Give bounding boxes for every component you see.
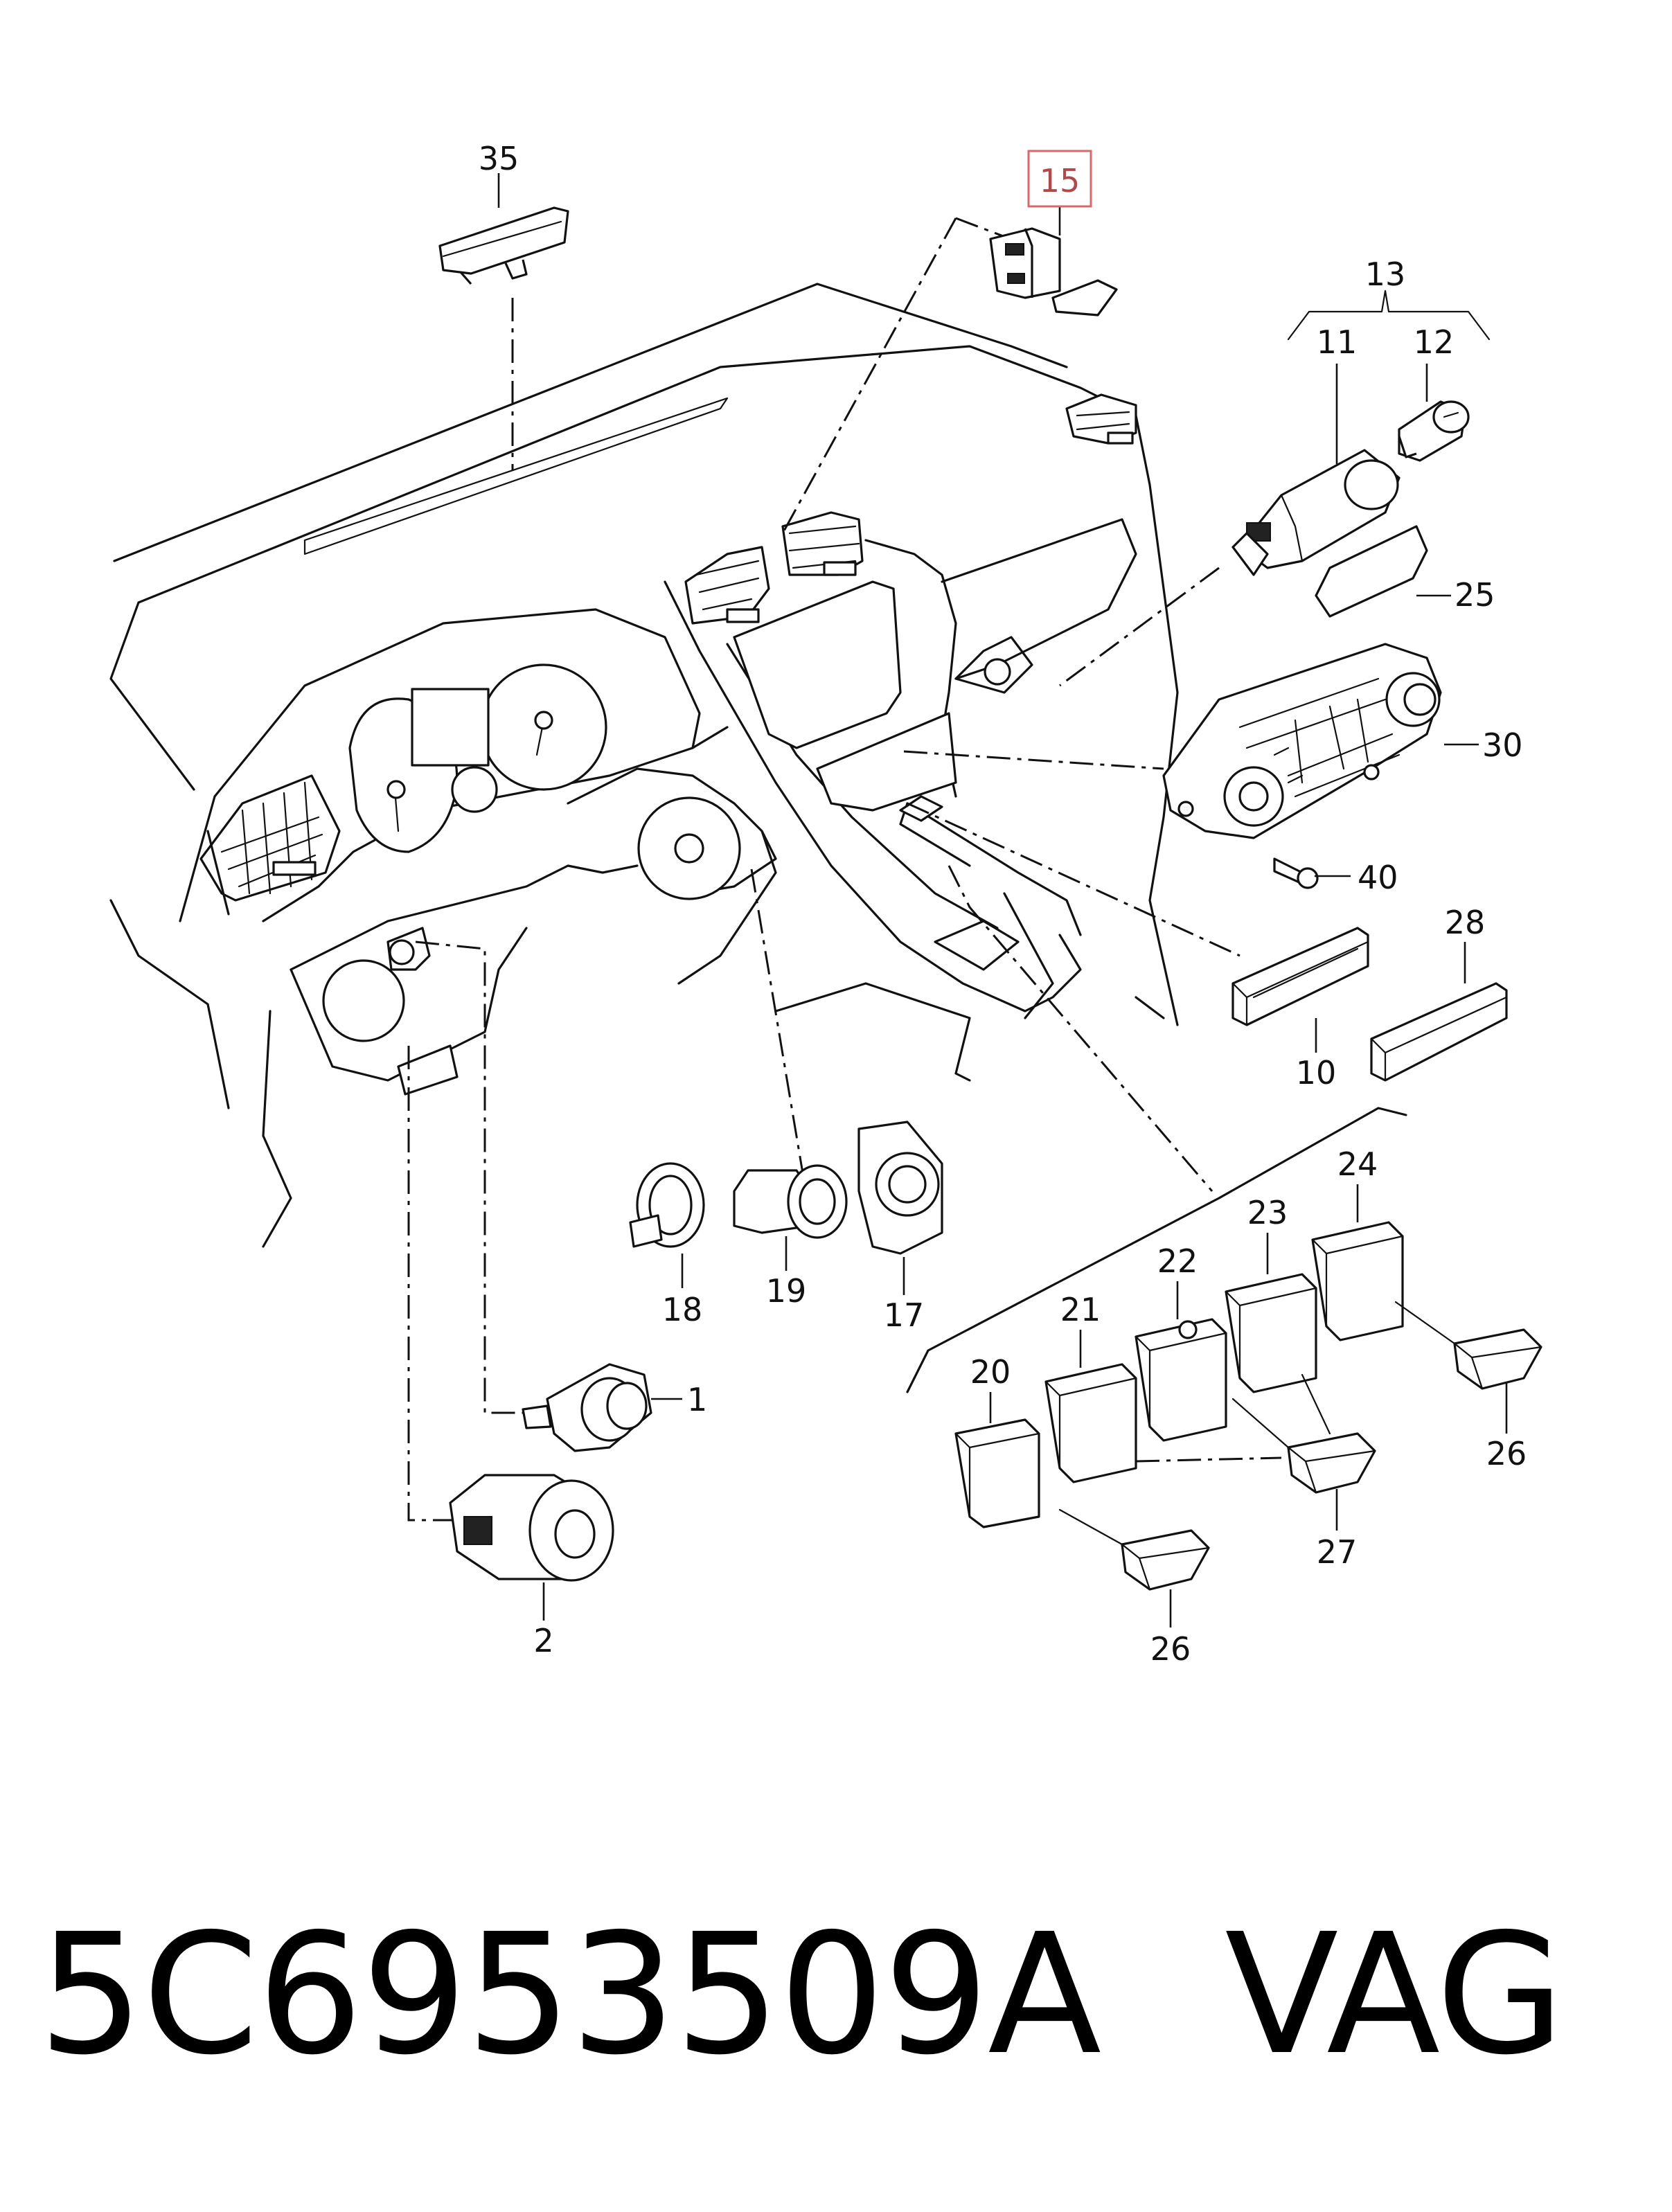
- part-40-screw: [1273, 857, 1319, 889]
- callout-13: 13: [1365, 256, 1406, 293]
- callout-26-upper: 26: [1486, 1435, 1527, 1472]
- callout-15-highlight: [1027, 150, 1092, 208]
- callout-30: 30: [1482, 726, 1523, 764]
- callout-40: 40: [1358, 859, 1398, 896]
- button-group-boundary: [906, 1107, 1407, 1393]
- part-11-socket-housing: [1231, 449, 1400, 576]
- part-1-light-switch: [522, 1363, 652, 1452]
- callout-18: 18: [662, 1291, 703, 1328]
- part-21-button: [1044, 1363, 1137, 1483]
- callout-25: 25: [1455, 576, 1495, 614]
- callout-27: 27: [1317, 1533, 1358, 1571]
- callout-1: 1: [687, 1381, 707, 1418]
- callout-24: 24: [1337, 1145, 1378, 1183]
- part-35-cover: [438, 206, 569, 285]
- part-26-blank-upper: [1453, 1328, 1542, 1390]
- callout-11: 11: [1317, 323, 1358, 361]
- callout-21: 21: [1060, 1291, 1101, 1328]
- callout-26-lower: 26: [1150, 1630, 1191, 1668]
- part-18-ring: [629, 1162, 705, 1248]
- part-22-button: [1135, 1318, 1227, 1442]
- callout-35: 35: [479, 140, 519, 177]
- part-30-climate-control: [1162, 643, 1442, 839]
- part-28-switch-strip: [1370, 982, 1508, 1082]
- part-24-button: [1311, 1221, 1404, 1341]
- part-17-bezel: [857, 1121, 943, 1255]
- callout-28: 28: [1445, 904, 1486, 941]
- callout-23: 23: [1247, 1194, 1288, 1231]
- part-15-switch: [989, 227, 1118, 316]
- part-2-headlight-switch: [449, 1474, 614, 1582]
- callout-22: 22: [1157, 1242, 1198, 1280]
- part-20-button: [954, 1418, 1040, 1528]
- dashboard-outline: [109, 283, 1179, 1248]
- part-26-blank-lower: [1121, 1529, 1210, 1591]
- callout-labels: 35 15 13 11 12 25 30 40 28 10 24 23 22 2…: [479, 140, 1527, 1668]
- callout-19: 19: [766, 1272, 807, 1310]
- caption: 5C6953509A VAG: [38, 1891, 1565, 2098]
- callout-10: 10: [1296, 1054, 1337, 1091]
- part-25-insert: [1315, 525, 1428, 618]
- part-number: 5C6953509A: [38, 1898, 1101, 2091]
- part-27-blank: [1287, 1432, 1376, 1494]
- part-12-lighter: [1398, 400, 1470, 462]
- part-19-start-button: [733, 1164, 848, 1239]
- callout-20: 20: [970, 1353, 1011, 1391]
- callout-leaders: [497, 173, 1508, 1627]
- part-23-button: [1225, 1273, 1317, 1393]
- callout-12: 12: [1414, 323, 1455, 361]
- callout-15: 15: [1040, 162, 1080, 199]
- callout-2: 2: [533, 1622, 553, 1659]
- part-10-switch-strip: [1231, 927, 1369, 1026]
- assembly-leaders: [407, 217, 1282, 1522]
- callout-17: 17: [884, 1296, 925, 1334]
- brand-name: VAG: [1225, 1898, 1565, 2091]
- button-connector-lines: [1058, 1301, 1456, 1546]
